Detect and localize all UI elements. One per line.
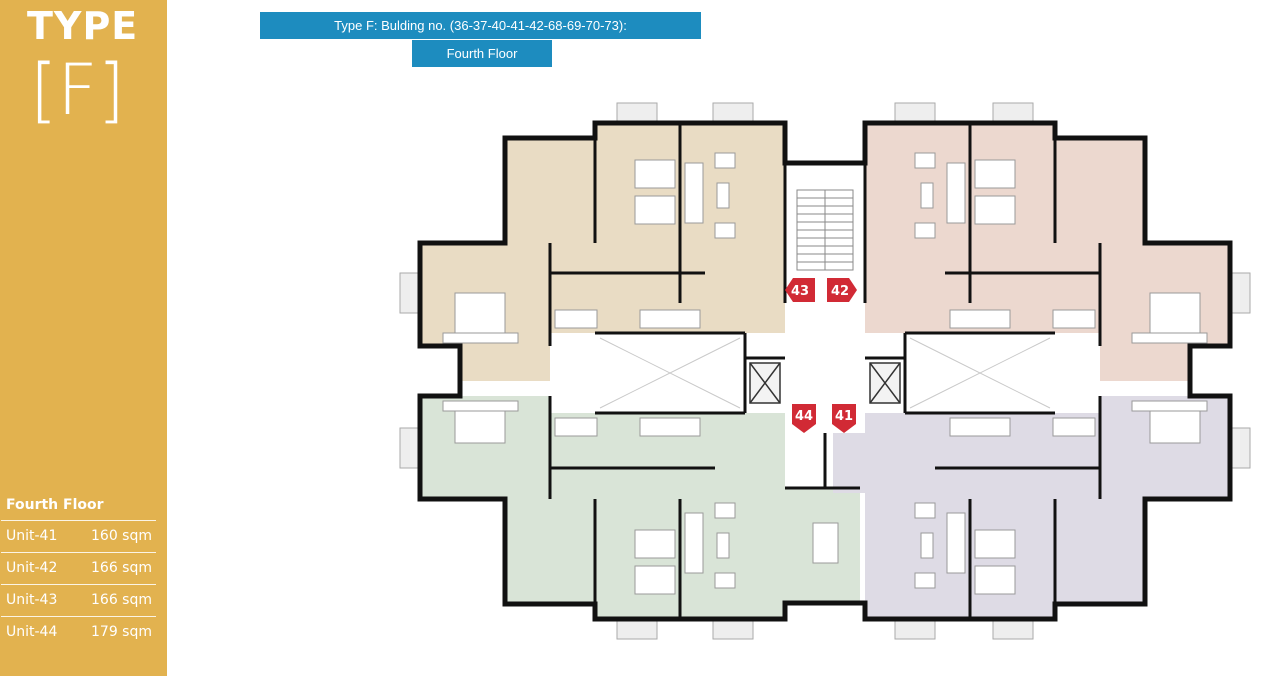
svg-text:44: 44: [795, 409, 813, 424]
floor-plan: 43 42 44 41: [395, 98, 1255, 643]
type-letter: [F]: [30, 49, 125, 131]
unit-marker-43: 43: [785, 278, 815, 302]
unit-area: 160 sqm: [91, 528, 152, 544]
building-title-bar: Type F: Bulding no. (36-37-40-41-42-68-6…: [260, 12, 701, 39]
floor-label-bar: Fourth Floor: [412, 40, 552, 67]
unit-marker-42: 42: [827, 278, 857, 302]
unit-44-area: [420, 396, 860, 619]
type-heading: TYPE: [27, 4, 139, 48]
unit-area: 179 sqm: [91, 624, 152, 640]
type-sidebar: TYPE [F] Fourth Floor Unit-41 160 sqm Un…: [0, 0, 167, 676]
table-row: Unit-42 166 sqm: [1, 552, 156, 584]
svg-text:43: 43: [791, 284, 809, 299]
svg-text:41: 41: [835, 409, 853, 424]
unit-marker-41: 41: [832, 404, 856, 433]
unit-area: 166 sqm: [91, 592, 152, 608]
table-row: Unit-43 166 sqm: [1, 584, 156, 616]
unit-marker-44: 44: [792, 404, 816, 433]
units-table-title: Fourth Floor: [6, 497, 104, 513]
unit-name: Unit-43: [6, 592, 58, 608]
floor-plan-drawing: 43 42 44 41: [399, 102, 1251, 640]
unit-name: Unit-42: [6, 560, 58, 576]
units-table: Fourth Floor Unit-41 160 sqm Unit-42 166…: [0, 494, 156, 648]
unit-name: Unit-41: [6, 528, 58, 544]
svg-text:42: 42: [831, 284, 849, 299]
table-row: Unit-44 179 sqm: [1, 616, 156, 648]
unit-name: Unit-44: [6, 624, 58, 640]
table-row: Unit-41 160 sqm: [1, 520, 156, 552]
unit-area: 166 sqm: [91, 560, 152, 576]
